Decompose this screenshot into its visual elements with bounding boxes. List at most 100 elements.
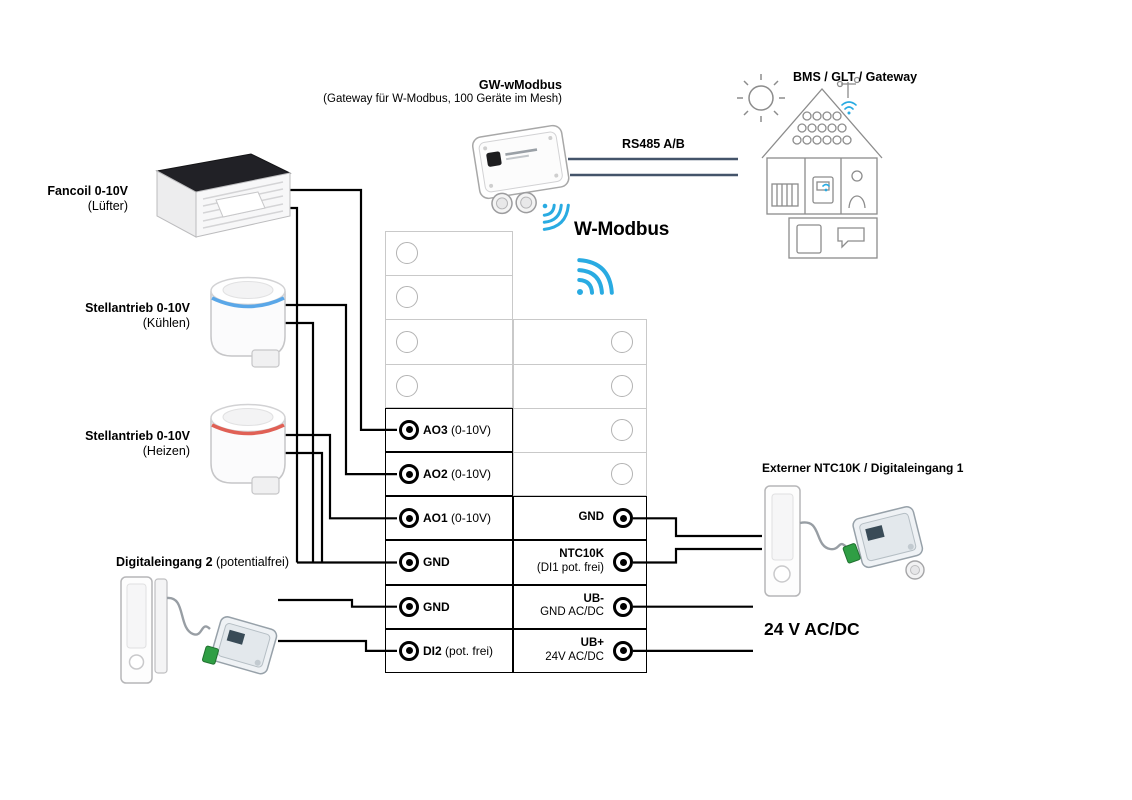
wire-gnd-ntc <box>633 517 762 538</box>
fancoil-title: Fancoil 0-10V <box>47 184 128 198</box>
terminal-row-ub-minus: UB-GND AC/DC <box>513 584 647 629</box>
terminal-name: DI2 <box>423 643 442 658</box>
wire-di2-gnd <box>278 598 397 608</box>
actuator-cool-device <box>210 276 286 368</box>
terminal-row-gnd-2: GND <box>385 584 513 629</box>
wmodbus-title: W-Modbus <box>574 219 670 240</box>
wire-fancoil-ao3 <box>289 188 397 431</box>
terminal-name: UB+ <box>580 637 604 650</box>
terminal-name: AO3 <box>423 422 448 437</box>
terminal-name: AO2 <box>423 467 448 482</box>
wmodbus-wifi-icon <box>577 258 614 295</box>
signal-wires <box>278 188 762 652</box>
actuator-cool-sub: (Kühlen) <box>142 315 190 330</box>
ntc-sensor-device <box>764 485 925 597</box>
terminal-ntc10k <box>613 552 633 573</box>
terminal-gnd-1 <box>399 552 419 573</box>
wire-cool-ao2 <box>285 303 397 476</box>
wire-heat-ao1 <box>285 433 397 520</box>
terminal-name: UB- <box>583 592 604 605</box>
spare-terminal <box>396 330 418 353</box>
terminal-ub-minus <box>613 596 633 617</box>
green-connector <box>842 543 861 564</box>
sensor-cable <box>799 521 849 551</box>
rs485-lines <box>568 157 738 177</box>
sensor-cable <box>166 596 211 636</box>
terminal-name: GND <box>578 511 604 524</box>
digital-input-2-label: Digitaleingang 2 (potentialfrei) <box>116 555 289 570</box>
heat-ring <box>211 423 285 436</box>
terminal-ub-plus <box>613 640 633 661</box>
terminal-row-di2: DI2 (pot. frei) <box>385 628 513 673</box>
terminal-row-gnd-1: GND <box>385 540 513 585</box>
radiator-icon <box>771 183 799 207</box>
sun-icon <box>737 74 785 122</box>
fancoil-label: Fancoil 0-10V (Lüfter) <box>18 184 128 214</box>
terminal-ao3 <box>399 419 419 440</box>
bms-label: BMS / GLT / Gateway <box>793 70 918 84</box>
spare-terminal <box>396 374 418 397</box>
terminal-row-ntc10k: NTC10K(DI1 pot. frei) <box>513 540 647 585</box>
terminal-name: NTC10K <box>559 548 604 561</box>
boiler-icon <box>796 224 822 254</box>
wire-cool-gnd <box>285 321 315 563</box>
digital-input-2-title: Digitaleingang 2 <box>116 555 213 569</box>
wire-heat-gnd <box>285 451 324 563</box>
green-connector <box>202 645 219 665</box>
terminal-sub: (DI1 pot. frei) <box>536 562 604 575</box>
terminal-sub: (pot. frei) <box>445 643 494 658</box>
terminal-sub: (0-10V) <box>451 467 492 482</box>
actuator-heat-label: Stellantrieb 0-10V (Heizen) <box>58 429 190 459</box>
wire-fancoil-gnd <box>289 206 299 563</box>
spare-terminal <box>611 463 633 486</box>
brand-logo <box>486 151 502 167</box>
terminal-grid-right-top <box>513 319 647 497</box>
terminal-row-ao2: AO2 (0-10V) <box>385 452 513 497</box>
actuator-heat-title: Stellantrieb 0-10V <box>85 429 190 443</box>
terminal-row-ub-plus: UB+24V AC/DC <box>513 628 647 673</box>
digital-input-2-device <box>120 576 278 684</box>
fancoil-sub: (Lüfter) <box>87 198 128 213</box>
fancoil-device <box>155 153 292 238</box>
spare-terminal <box>611 418 633 441</box>
terminal-name: GND <box>423 555 450 570</box>
antenna-icon <box>836 76 861 98</box>
terminal-ao1 <box>399 508 419 529</box>
gateway-device <box>471 124 570 215</box>
terminal-di2 <box>399 640 419 661</box>
rs485-label: RS485 A/B <box>622 137 685 151</box>
grid-divider <box>385 319 513 321</box>
wire-di2-signal <box>278 639 397 652</box>
person-icon <box>851 170 863 182</box>
terminal-ao2 <box>399 464 419 485</box>
spare-terminal <box>396 242 418 265</box>
gateway-caption: GW-wModbus (Gateway für W-Modbus, 100 Ge… <box>300 78 562 106</box>
cool-ring <box>211 296 285 309</box>
terminal-name: AO1 <box>423 511 448 526</box>
spare-terminal <box>611 330 633 353</box>
digital-input-2-sub: (potentialfrei) <box>216 555 289 569</box>
terminal-gnd-right <box>613 508 633 529</box>
message-bubble-icon <box>837 227 865 249</box>
terminal-sub: (0-10V) <box>451 422 492 437</box>
spare-terminal <box>611 374 633 397</box>
terminal-gnd-2 <box>399 596 419 617</box>
thermostat-icon <box>812 176 834 204</box>
building-wifi-dots <box>822 101 857 192</box>
grid-divider <box>385 363 513 365</box>
terminal-sub: (0-10V) <box>451 511 492 526</box>
building-icon <box>761 88 883 259</box>
actuator-cool-title: Stellantrieb 0-10V <box>85 301 190 315</box>
wire-ntc10k <box>633 547 762 564</box>
terminal-row-gnd-right: GND <box>513 496 647 541</box>
grid-divider <box>385 275 513 277</box>
actuator-heat-device <box>210 403 286 495</box>
terminal-row-ao3: AO3 (0-10V) <box>385 407 513 452</box>
power-label: 24 V AC/DC <box>764 619 860 639</box>
grid-divider <box>513 407 647 409</box>
gateway-subtitle: (Gateway für W-Modbus, 100 Geräte im Mes… <box>323 92 562 105</box>
terminal-row-ao1: AO1 (0-10V) <box>385 496 513 541</box>
actuator-cool-label: Stellantrieb 0-10V (Kühlen) <box>58 301 190 331</box>
spare-terminal <box>396 286 418 309</box>
